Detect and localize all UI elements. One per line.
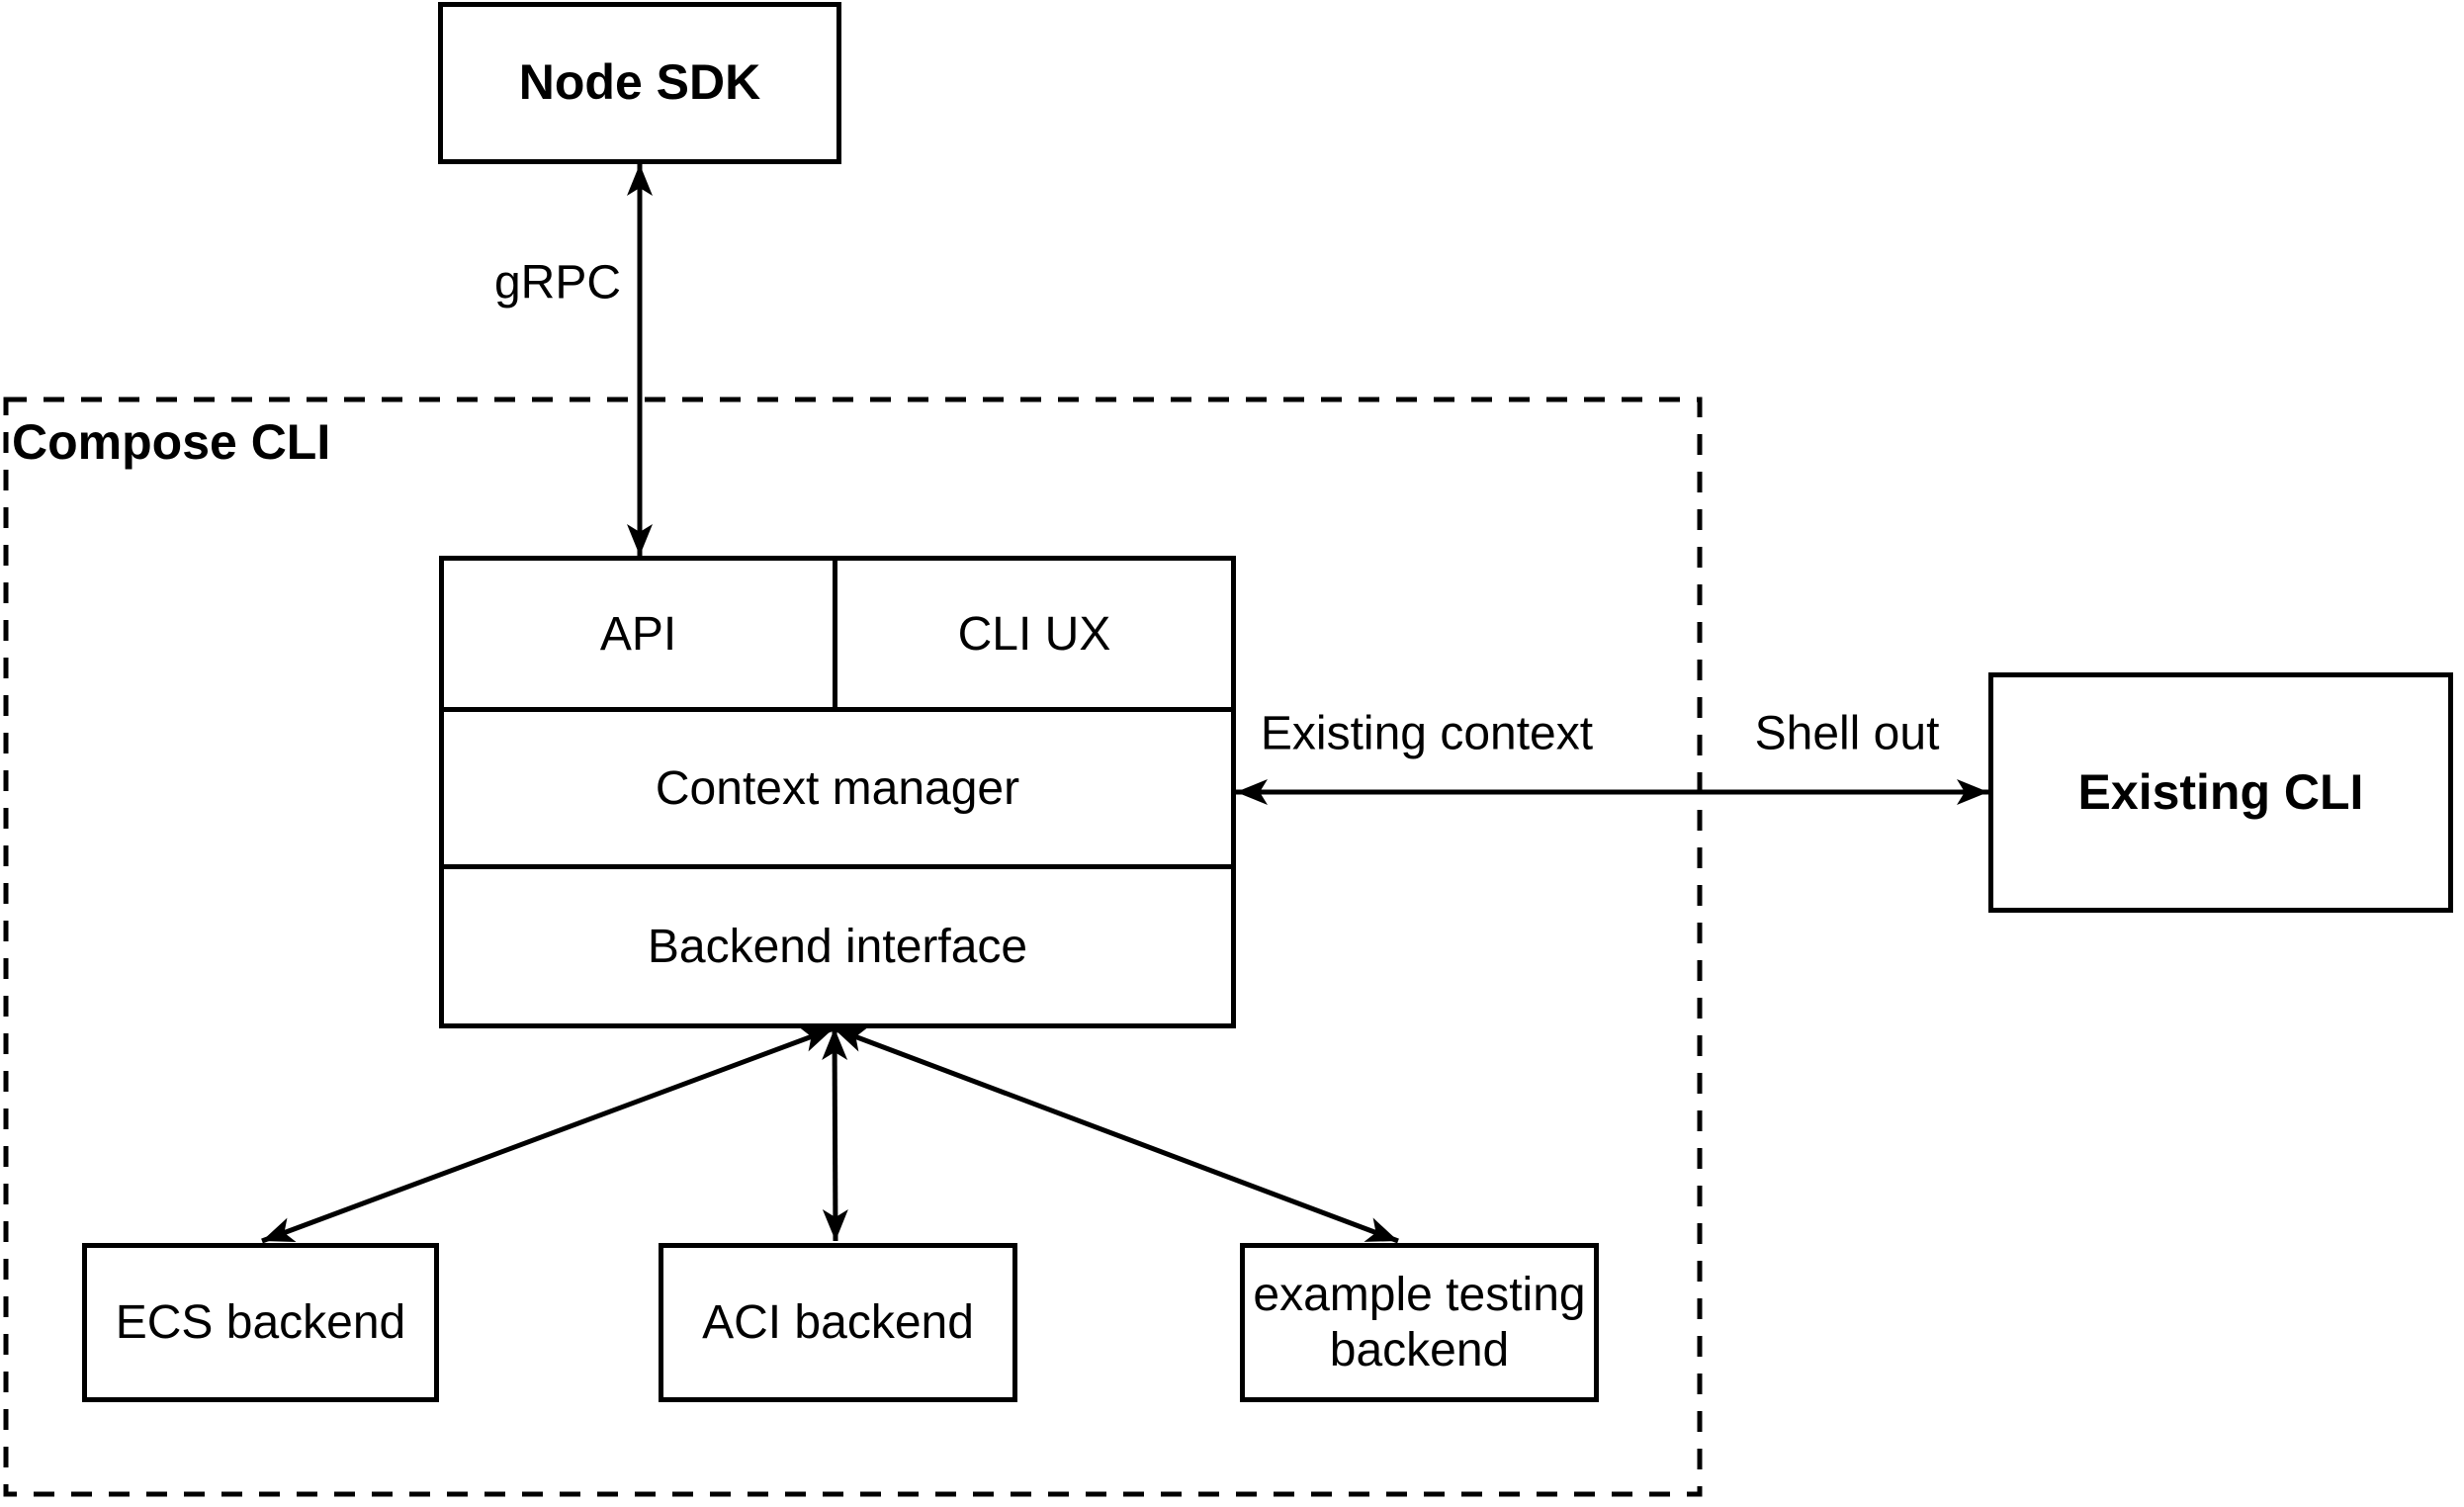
edge-example-testing-backend-arrow [833, 1025, 1399, 1244]
compose-cli-container-label: Compose CLI [12, 414, 331, 470]
edge-ecs-backend-arrow [261, 1025, 835, 1244]
compose-cli-stack: API CLI UX Context manager Backend inter… [439, 556, 1236, 1028]
existing-context-edge-label: Existing context [1260, 707, 1594, 760]
example-testing-backend-box: example testing backend [1240, 1243, 1599, 1402]
backend-interface-cell: Backend interface [647, 920, 1028, 973]
shell-out-edge-label: Shell out [1754, 707, 1940, 760]
context-manager-cell: Context manager [444, 712, 1231, 869]
grpc-edge-label: gRPC [493, 256, 622, 310]
existing-cli-box: Existing CLI [1988, 672, 2453, 913]
edge-aci-backend-arrow [822, 1027, 848, 1242]
aci-backend-box: ACI backend [659, 1243, 1017, 1402]
node-sdk-box: Node SDK [438, 2, 841, 164]
stack-top-row: API CLI UX [444, 561, 1231, 712]
cli-ux-cell: CLI UX [957, 607, 1111, 661]
api-cell: API [444, 561, 837, 707]
ecs-backend-box: ECS backend [82, 1243, 439, 1402]
